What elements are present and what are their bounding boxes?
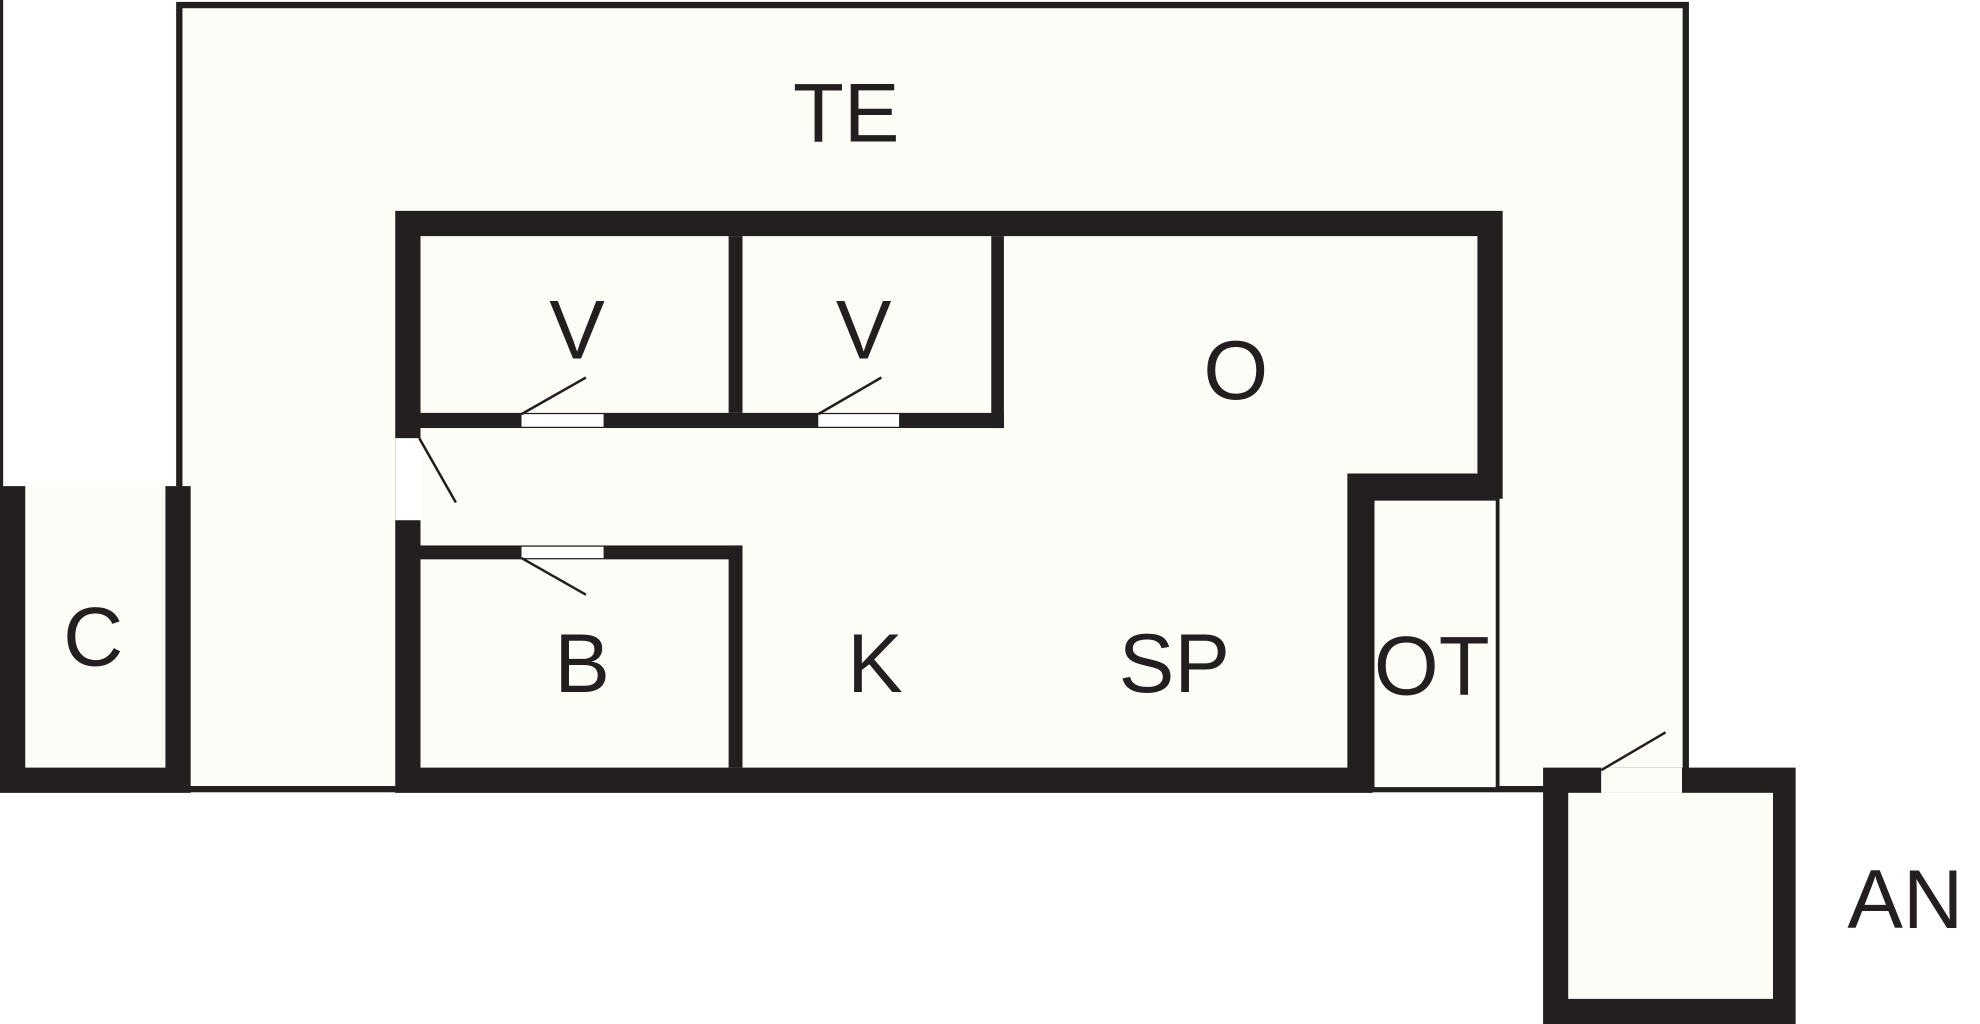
door-annex[interactable]	[1601, 767, 1682, 793]
label-te: TE	[793, 66, 899, 159]
label-k: K	[847, 617, 903, 710]
label-c: C	[63, 590, 123, 683]
door-v2-swing	[817, 376, 883, 416]
label-sp: SP	[1119, 617, 1230, 710]
door-b-swing	[520, 556, 587, 596]
label-b: B	[554, 617, 610, 710]
label-v2: V	[836, 284, 892, 377]
entrance-door-swing	[418, 437, 457, 504]
main-floor	[407, 223, 1491, 781]
storage-c-room	[12, 486, 179, 781]
v-divider-wall	[728, 236, 743, 413]
label-ot: OT	[1374, 619, 1490, 712]
v-rooms-bottom-wall	[420, 412, 1004, 429]
annex-room	[1568, 792, 1773, 999]
v-right-wall	[991, 236, 1004, 429]
label-an: AN	[1847, 853, 1963, 946]
label-o: O	[1203, 324, 1268, 417]
ot-room	[1370, 496, 1500, 792]
door-v1-swing	[520, 376, 587, 416]
b-right-wall	[728, 545, 743, 768]
storage-c-walls	[0, 486, 191, 793]
entrance-door[interactable]	[395, 438, 421, 521]
door-b[interactable]	[521, 546, 604, 559]
label-v1: V	[549, 284, 605, 377]
door-annex-swing	[1600, 731, 1667, 772]
door-v2[interactable]	[818, 414, 900, 427]
door-v1[interactable]	[521, 414, 604, 427]
